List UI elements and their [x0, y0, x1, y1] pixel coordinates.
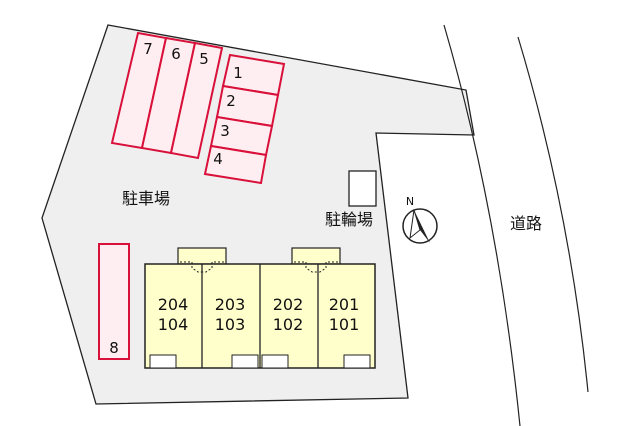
unit-lower-label: 104	[158, 315, 189, 334]
parking-lot-label: 駐車場	[122, 189, 170, 208]
parking-space-label: 5	[199, 50, 209, 68]
compass-icon: N	[402, 195, 438, 244]
unit-201-101: 201 101	[329, 295, 360, 334]
parking-space-4: 4	[203, 144, 268, 185]
unit-202-102: 202 102	[273, 295, 304, 334]
unit-upper-label: 203	[215, 295, 246, 314]
parking-space-label: 2	[226, 92, 236, 110]
parking-space-label: 3	[220, 122, 230, 140]
unit-lower-label: 101	[329, 315, 360, 334]
bicycle-parking-label: 駐輪場	[325, 210, 373, 229]
parking-space-label: 4	[213, 150, 223, 168]
apartment-building	[144, 247, 376, 369]
road-edge-right	[517, 36, 589, 393]
parking-space-label: 1	[233, 64, 243, 82]
parking-space-label: 6	[171, 45, 181, 63]
road-label: 道路	[510, 214, 542, 233]
road-edge-left	[443, 24, 521, 426]
parking-space-8: 8	[98, 243, 130, 360]
unit-204-104: 204 104	[158, 295, 189, 334]
unit-upper-label: 201	[329, 295, 360, 314]
unit-upper-label: 202	[273, 295, 304, 314]
unit-lower-label: 103	[215, 315, 246, 334]
bicycle-parking-shed	[348, 170, 377, 207]
unit-203-103: 203 103	[215, 295, 246, 334]
parking-space-5: 5	[169, 41, 224, 160]
compass-north-label: N	[406, 195, 414, 208]
parking-space-label: 8	[109, 339, 119, 357]
unit-lower-label: 102	[273, 315, 304, 334]
parking-space-label: 7	[143, 40, 153, 58]
unit-upper-label: 204	[158, 295, 189, 314]
